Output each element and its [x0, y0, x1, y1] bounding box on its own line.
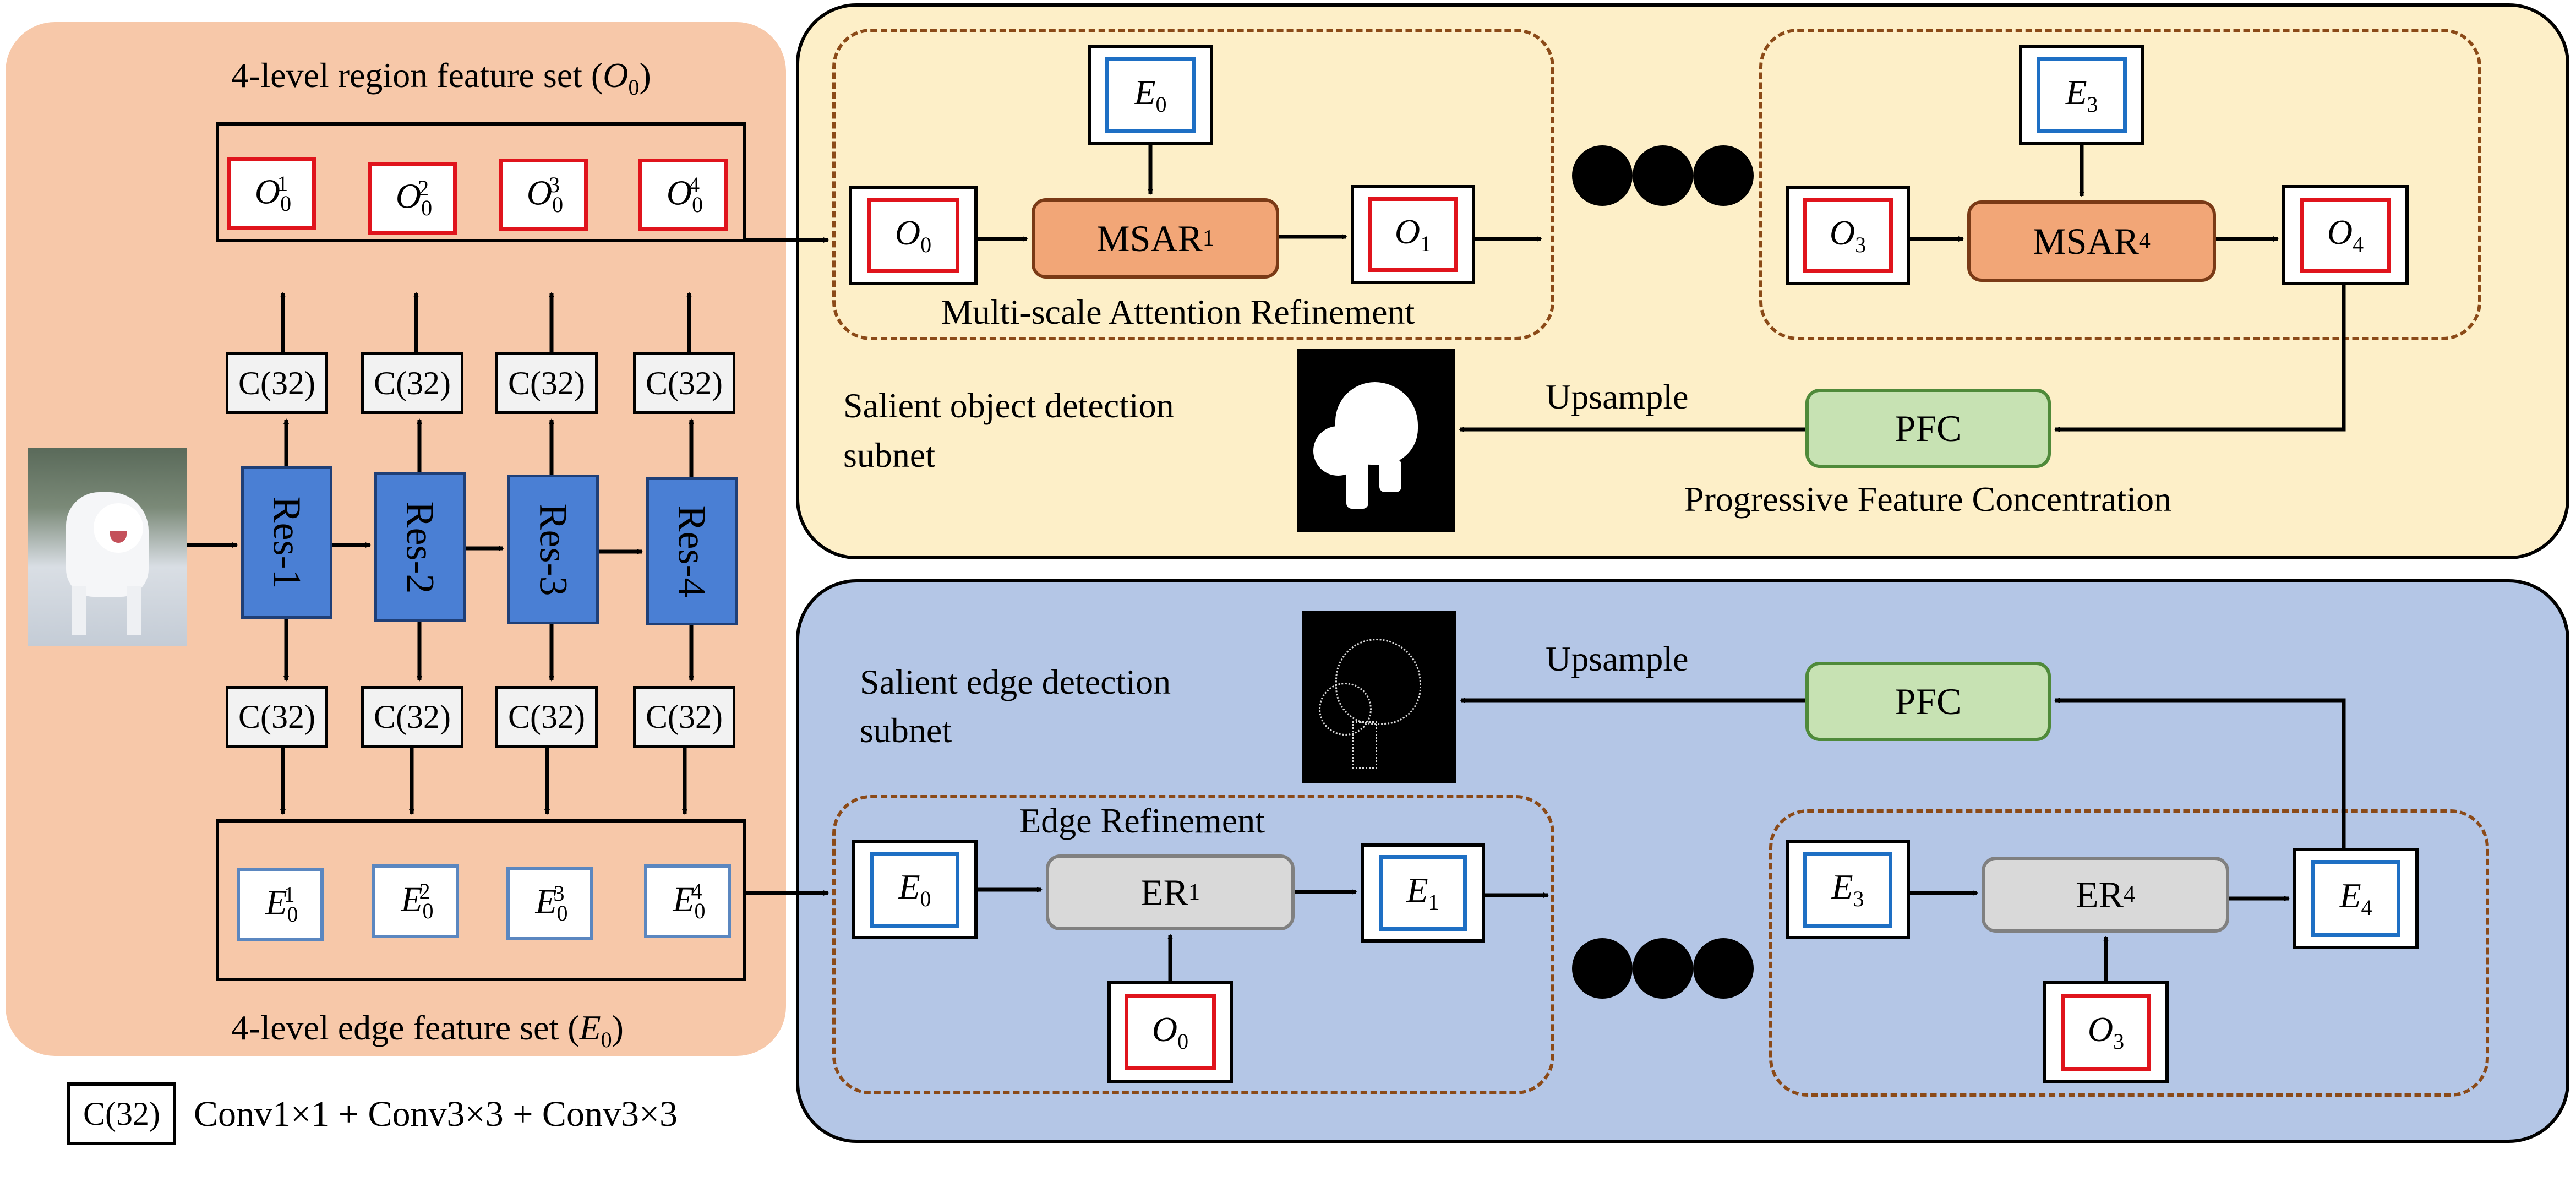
conv-top-4: C(32)	[633, 352, 735, 414]
edge-output-e1: E1	[1379, 855, 1467, 931]
edge-input-e3-outer: E3	[2019, 45, 2144, 145]
ellipsis-dot	[1572, 145, 1633, 206]
input-image-arctic-fox	[28, 448, 187, 646]
edge-input-e0b: E0	[870, 852, 959, 928]
region-feature-set-title: 4-level region feature set (O0)	[231, 56, 651, 100]
region-feature-3: O03	[499, 159, 588, 231]
region-input-o0-outer: O0	[849, 186, 978, 285]
msar-group-2	[1759, 29, 2481, 340]
edge-input-e0-outer: E0	[1088, 45, 1213, 145]
edge-feature-set-title: 4-level edge feature set (E0)	[231, 1008, 624, 1052]
region-feature-4: O04	[638, 159, 728, 231]
region-input-o0b: O0	[1125, 994, 1216, 1070]
saliency-map-output	[1297, 349, 1455, 532]
edge-output-e1-outer: E1	[1361, 843, 1485, 943]
region-feature-1: O01	[227, 157, 316, 230]
edge-feature-2: E02	[372, 864, 459, 938]
edge-input-e0: E0	[1105, 57, 1196, 133]
region-output-o4-outer: O4	[2282, 185, 2409, 285]
edge-input-e3b-outer: E3	[1786, 840, 1910, 939]
region-output-o1-outer: O1	[1351, 185, 1475, 284]
res-block-1: Res-1	[241, 466, 332, 619]
region-input-o3b-outer: O3	[2043, 981, 2169, 1083]
arrow	[2054, 698, 2346, 848]
er-group-2	[1769, 809, 2489, 1097]
edge-feature-4: E04	[644, 864, 731, 938]
conv-bottom-2: C(32)	[361, 686, 463, 748]
region-input-o0: O0	[867, 198, 959, 273]
res-block-4: Res-4	[646, 477, 738, 625]
legend-text: Conv1×1 + Conv3×3 + Conv3×3	[194, 1094, 678, 1134]
upsample-label-edge: Upsample	[1546, 639, 1689, 678]
edge-input-e0b-outer: E0	[852, 840, 978, 939]
ellipsis-dot	[1693, 145, 1754, 206]
er-caption: Edge Refinement	[1019, 801, 1265, 840]
pfc-module-edge: PFC	[1805, 662, 2051, 741]
object-subnet-title-line2: subnet	[843, 435, 936, 475]
res-block-3: Res-3	[507, 475, 599, 624]
edge-feature-box	[216, 819, 746, 981]
msar-caption: Multi-scale Attention Refinement	[941, 292, 1415, 331]
region-input-o3: O3	[1803, 198, 1893, 273]
upsample-label-object: Upsample	[1546, 377, 1689, 416]
edge-subnet-title-line1: Salient edge detection	[860, 662, 1171, 701]
edge-feature-3: E03	[506, 867, 593, 940]
region-feature-2: O02	[368, 162, 457, 235]
er-group-1	[832, 795, 1554, 1094]
res-block-2: Res-2	[374, 472, 466, 622]
conv-bottom-4: C(32)	[633, 686, 735, 748]
ellipsis-dot	[1633, 938, 1693, 999]
conv-bottom-3: C(32)	[495, 686, 598, 748]
object-subnet-title-line1: Salient object detection	[843, 386, 1174, 425]
conv-top-3: C(32)	[495, 352, 598, 414]
ellipsis-dot	[1693, 938, 1754, 999]
conv-top-1: C(32)	[226, 352, 328, 414]
conv-top-2: C(32)	[361, 352, 463, 414]
ellipsis-dot	[1633, 145, 1693, 206]
ellipsis-dot	[1572, 938, 1633, 999]
edge-feature-1: E01	[237, 868, 324, 941]
msar-group-1	[832, 29, 1554, 340]
legend-conv-symbol: C(32)	[67, 1082, 176, 1145]
region-input-o3-outer: O3	[1786, 186, 1910, 285]
conv-bottom-1: C(32)	[226, 686, 328, 748]
edge-output-e4: E4	[2311, 860, 2400, 937]
pfc-module-object: PFC	[1805, 389, 2051, 468]
region-input-o0b-outer: O0	[1107, 981, 1233, 1083]
region-output-o1: O1	[1368, 197, 1458, 272]
edge-output-e4-outer: E4	[2293, 848, 2419, 949]
edge-input-e3b: E3	[1803, 852, 1892, 928]
region-output-o4: O4	[2300, 198, 2391, 273]
edge-subnet-title-line2: subnet	[860, 711, 952, 750]
edge-input-e3: E3	[2037, 57, 2127, 133]
pfc-caption: Progressive Feature Concentration	[1684, 480, 2172, 519]
region-feature-box	[216, 122, 746, 242]
edge-map-output	[1302, 611, 1456, 783]
region-input-o3b: O3	[2061, 994, 2151, 1071]
arrow	[2054, 285, 2346, 432]
